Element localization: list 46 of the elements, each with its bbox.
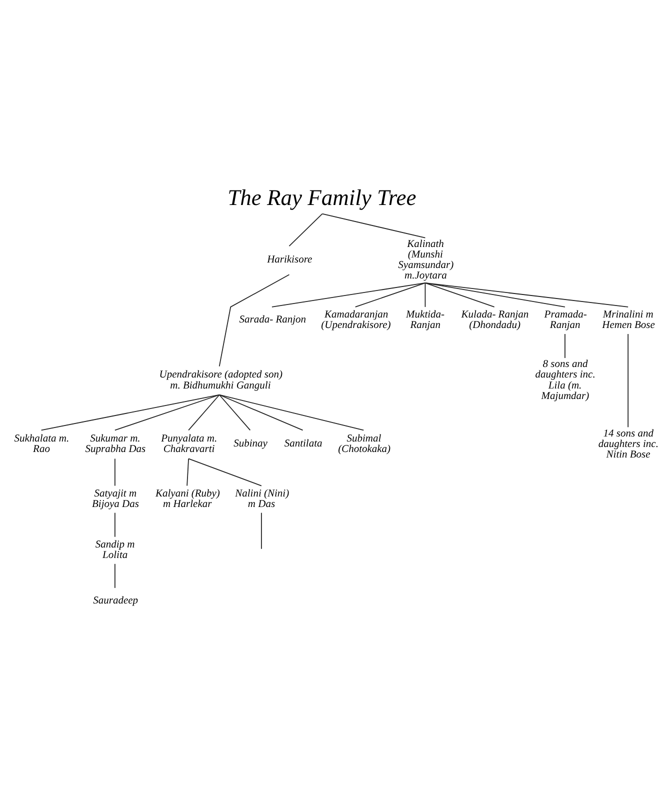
connector	[40, 394, 220, 430]
connector	[114, 394, 220, 430]
node-text: The Ray Family Tree	[228, 184, 416, 210]
connector	[114, 512, 116, 537]
connector	[322, 212, 426, 238]
node-text: Sarada- Ranjon	[239, 314, 306, 326]
node-text: Subinay	[234, 438, 268, 449]
connector	[260, 512, 262, 549]
connector	[424, 282, 426, 307]
node-text: Nalini (Nini) m Das	[235, 488, 290, 510]
connector	[424, 282, 495, 307]
node-text: Subimal (Chotokaka)	[338, 433, 391, 455]
node-text: Kalinath (Munshi Syamsundar) m.Joytara	[398, 238, 454, 282]
connector	[218, 394, 364, 430]
node-text: Sandip m Lolita	[95, 539, 135, 561]
node-text: Kulada- Ranjan (Dhondadu)	[461, 309, 529, 331]
connector	[628, 333, 629, 428]
connector	[218, 274, 290, 366]
connector	[188, 394, 220, 430]
node-text: Satyajit m Bijoya Das	[92, 488, 139, 510]
node-text: Upendrakisore (adopted son) m. Bidhumukhi Ganguli	[159, 369, 283, 391]
connector	[218, 394, 304, 430]
connector	[288, 212, 323, 246]
connector	[186, 458, 189, 486]
connector	[114, 458, 116, 486]
node-text: Sukhalata m. Rao	[14, 433, 70, 455]
node-text: Santilata	[284, 438, 322, 449]
connector	[424, 282, 566, 307]
node-text: 8 sons and daughters inc. Lila (m. Majumdar)	[535, 358, 596, 402]
node-text: Mrinalini m Hemen Bose	[602, 309, 655, 331]
node-text: Pramada- Ranjan	[544, 309, 587, 331]
connector	[188, 458, 262, 486]
node-text: Kamadaranjan (Upendrakisore)	[321, 309, 391, 331]
node-text: Harikisore	[267, 254, 312, 265]
connector	[354, 282, 426, 307]
node-text: Sukumar m. Suprabha Das	[85, 433, 146, 455]
node-text: Muktida- Ranjan	[406, 309, 445, 331]
node-text: Sauradeep	[93, 595, 138, 606]
node-text: Kalyani (Ruby) m Harlekar	[156, 488, 220, 510]
connector	[564, 333, 566, 358]
connector	[114, 562, 116, 588]
connector	[218, 394, 251, 430]
connector	[424, 282, 629, 307]
node-text: 14 sons and daughters inc. Nitin Bose	[598, 428, 658, 460]
connector	[272, 282, 426, 307]
node-text: Punyalata m. Chakravarti	[161, 433, 218, 455]
